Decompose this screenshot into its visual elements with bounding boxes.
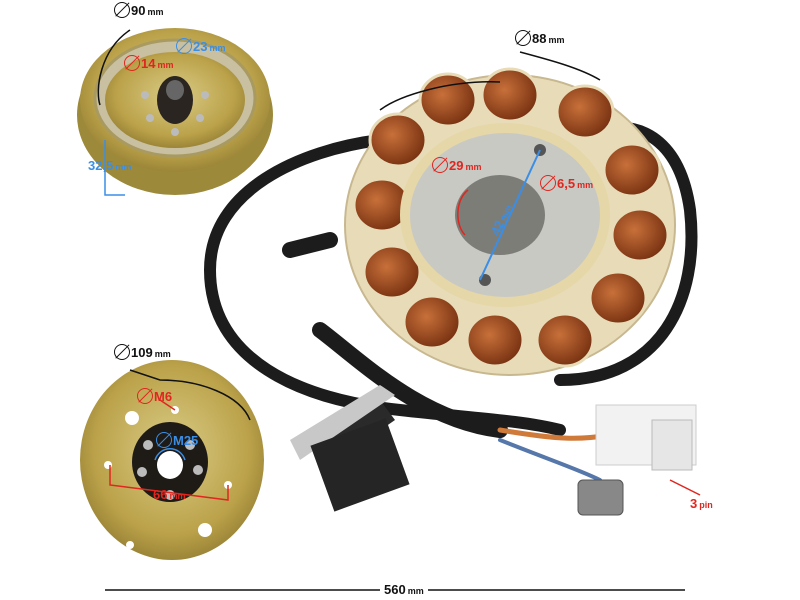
diameter-icon bbox=[156, 432, 172, 448]
diameter-icon bbox=[176, 38, 192, 54]
diameter-icon bbox=[114, 2, 130, 18]
diameter-icon bbox=[114, 344, 130, 360]
stator bbox=[344, 67, 676, 376]
diameter-icon bbox=[432, 157, 448, 173]
center-thread-label: M25 bbox=[156, 432, 198, 448]
cable bbox=[203, 121, 698, 482]
connector-sensor bbox=[577, 479, 624, 516]
diameter-icon bbox=[137, 388, 153, 404]
pickup-sensor bbox=[290, 385, 410, 512]
flywheel-disk bbox=[80, 360, 264, 560]
connector-3pin bbox=[595, 404, 697, 471]
diameter-icon bbox=[515, 30, 531, 46]
diameter-icon bbox=[540, 175, 556, 191]
bolt-hole-label: M6 bbox=[137, 388, 172, 404]
diameter-icon bbox=[124, 55, 140, 71]
